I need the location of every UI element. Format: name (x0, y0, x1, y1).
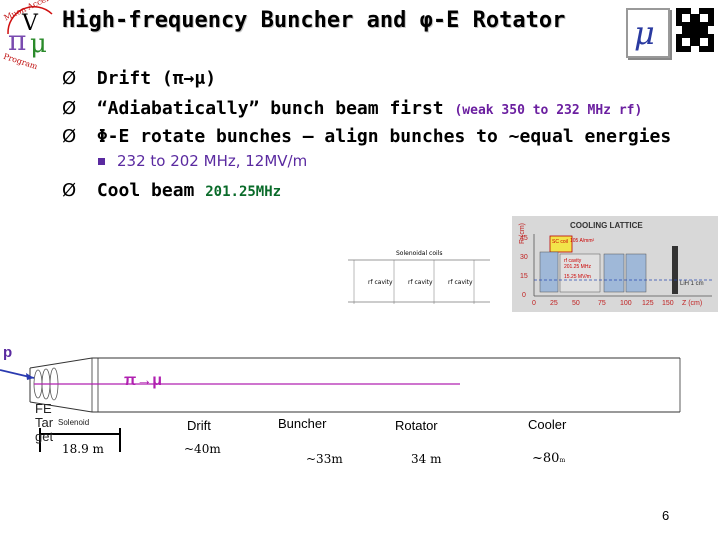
section-cooler: Cooler (528, 417, 567, 432)
cooling-lattice-figure: COOLING LATTICE R (cm) 0 15 30 45 SC coi… (512, 216, 718, 312)
length-cooler: ~80m (532, 451, 565, 466)
mu-logo-icon: μ (634, 14, 655, 52)
sub-bullet: 232 to 202 MHz, 12MV/m (98, 152, 307, 170)
length-first: 18.9 m (62, 442, 104, 456)
lattice-annotation: 201.25 MHz (564, 264, 591, 270)
solenoid-diagram-title: Solenoidal coils (396, 250, 442, 257)
y-tick: 45 (520, 235, 528, 242)
pi-mu-label: π→μ (124, 372, 163, 389)
rf-cavity-label: rf cavity (408, 279, 433, 286)
muon-collaboration-logo: Muon Acceler V π μ Program (0, 0, 62, 72)
svg-text:μ: μ (634, 14, 655, 52)
x-tick: 0 (532, 300, 536, 307)
bullet-note: 201.25MHz (205, 184, 282, 200)
section-rotator: Rotator (395, 418, 438, 433)
section-buncher: Buncher (278, 416, 327, 431)
solenoid-label: Solenoid (58, 418, 90, 427)
rf-cavity-label: rf cavity (368, 279, 393, 286)
fe-target-line: FE (35, 401, 52, 416)
x-tick: 125 (642, 300, 654, 307)
rf-cavity-label: rf cavity (448, 279, 473, 286)
sub-bullet-text: 232 to 202 MHz, 12MV/m (117, 152, 308, 170)
bullet-cool: Ø Cool beam 201.25MHz (62, 180, 281, 201)
bullet-text: “Adiabatically” bunch beam first (96, 98, 444, 119)
length-cooler-value: ~80 (532, 451, 560, 466)
bullet-rotate: Ø Φ-E rotate bunches – align bunches to … (62, 126, 671, 147)
bullet-drift: Ø Drift (π→μ) (62, 68, 216, 89)
svg-text:π: π (8, 24, 26, 57)
y-tick: 15 (520, 273, 528, 280)
mu-logo: μ (626, 8, 670, 58)
muon-collaboration-logo-icon: Muon Acceler V π μ Program (2, 0, 57, 71)
slide-title: High-frequency Buncher and φ-E Rotator (62, 8, 566, 33)
lattice-annotation: rf cavity (564, 258, 582, 264)
cooling-lattice-x-label: Z (cm) (682, 300, 702, 307)
lattice-annotation: LiH 1 cm (680, 281, 704, 287)
bullet-adiabatic: Ø “Adiabatically” bunch beam first (weak… (62, 98, 642, 119)
page-number: 6 (662, 508, 670, 523)
bullet-text: Φ-E rotate bunches – align bunches to ~e… (96, 126, 672, 147)
length-cooler-unit: m (559, 457, 566, 464)
square-bullet-icon (98, 158, 105, 165)
bullet-arrow-icon: Ø (62, 126, 77, 147)
y-tick: 0 (522, 292, 526, 299)
length-buncher: ~33m (306, 452, 343, 466)
proton-label: p (3, 344, 13, 361)
cooling-lattice-y-label: R (cm) (519, 223, 526, 244)
y-tick: 30 (520, 254, 528, 261)
svg-text:V: V (21, 11, 39, 36)
fermilab-logo-icon (676, 8, 714, 52)
lattice-annotation: SC coil (552, 239, 568, 245)
section-drift: Drift (187, 418, 211, 433)
length-rotator: 34 m (411, 452, 442, 466)
x-tick: 150 (662, 300, 674, 307)
x-tick: 75 (598, 300, 606, 307)
bullet-text: Cool beam (96, 180, 195, 201)
cooling-lattice-title: COOLING LATTICE (570, 221, 643, 230)
bullet-text: Drift (π→μ) (96, 68, 217, 89)
x-tick: 100 (620, 300, 632, 307)
svg-text:μ: μ (30, 29, 47, 59)
bullet-arrow-icon: Ø (62, 180, 77, 201)
fe-target-line: Tar (35, 415, 54, 430)
fe-target-label: FE Tar get (35, 402, 53, 444)
x-tick: 50 (572, 300, 580, 307)
length-drift: ~40m (184, 442, 221, 456)
lattice-annotation: 15.25 MV/m (564, 274, 591, 280)
beamline-schematic (0, 340, 720, 480)
lattice-annotation: 105 A/mm² (570, 238, 595, 244)
bullet-arrow-icon: Ø (62, 68, 77, 89)
bullet-arrow-icon: Ø (62, 98, 77, 119)
fermilab-logo (672, 6, 718, 54)
bullet-note: (weak 350 to 232 MHz rf) (454, 103, 643, 118)
solenoid-diagram: Solenoidal coils rf cavity rf cavity rf … (334, 244, 494, 316)
fe-target-line: get (35, 429, 54, 444)
x-tick: 25 (550, 300, 558, 307)
